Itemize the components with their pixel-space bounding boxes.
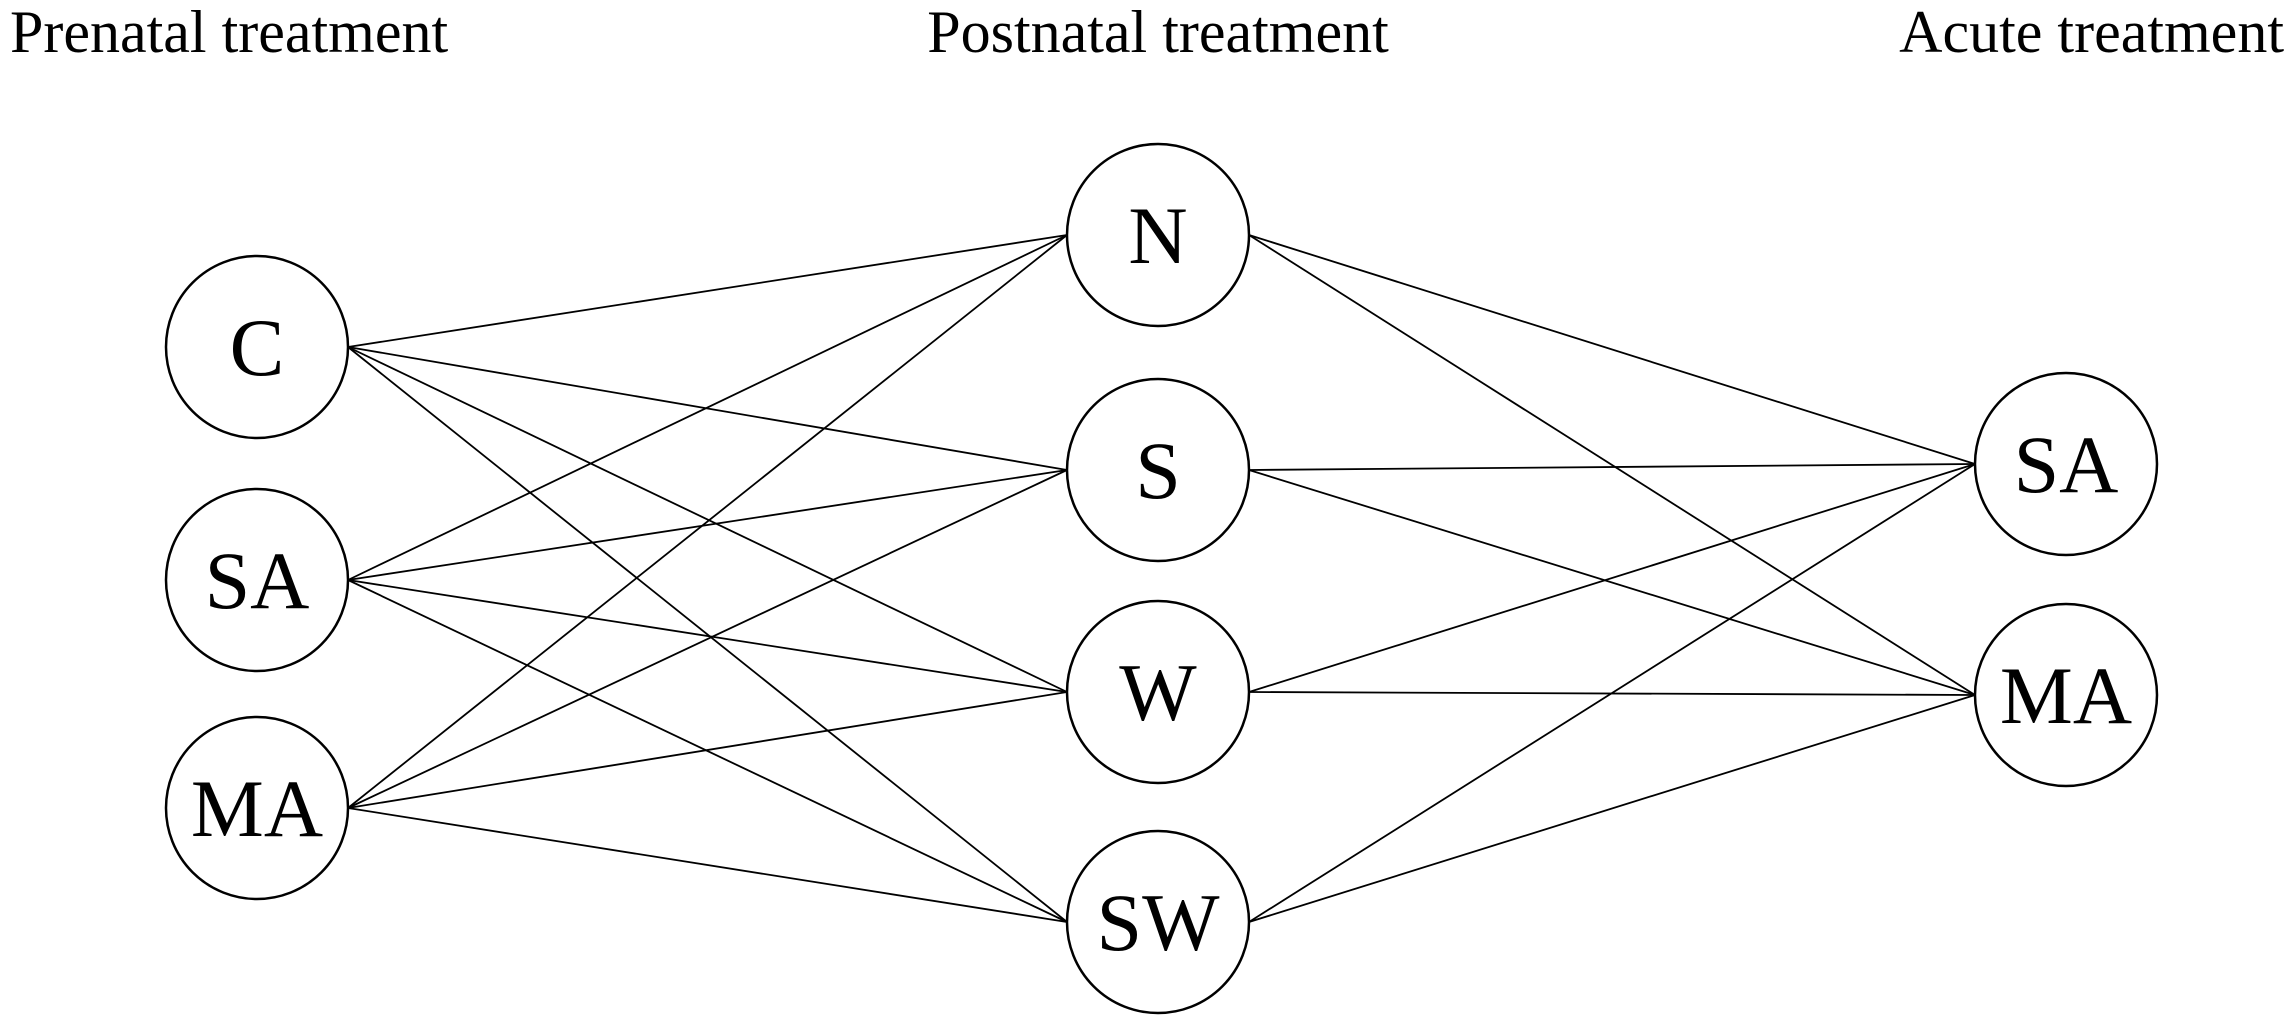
node-postnatal-n: N xyxy=(1065,142,1251,328)
edge-post-w-to-acute-sa xyxy=(1248,463,1976,693)
edge-pre-c-to-post-w xyxy=(347,346,1068,693)
edge-pre-sa-to-post-s xyxy=(347,469,1068,581)
edge-pre-c-to-post-n xyxy=(347,234,1068,348)
node-label: W xyxy=(1119,647,1197,738)
edge-post-s-to-acute-sa xyxy=(1248,463,1976,471)
node-circle xyxy=(164,715,350,901)
node-circle xyxy=(164,254,350,440)
node-postnatal-sw: SW xyxy=(1065,829,1251,1015)
node-label: SW xyxy=(1097,877,1221,968)
edge-pre-ma-to-post-sw xyxy=(347,807,1068,923)
node-acute-ma: MA xyxy=(1973,602,2159,788)
node-postnatal-w: W xyxy=(1065,599,1251,785)
edge-pre-sa-to-post-w xyxy=(347,579,1068,693)
edge-pre-ma-to-post-w xyxy=(347,691,1068,809)
edge-pre-sa-to-post-n xyxy=(347,234,1068,581)
edge-pre-ma-to-post-n xyxy=(347,234,1068,809)
node-circle xyxy=(164,487,350,673)
node-circle xyxy=(1065,142,1251,328)
edge-pre-sa-to-post-sw xyxy=(347,579,1068,923)
node-prenatal-c: C xyxy=(164,254,350,440)
node-label: N xyxy=(1128,190,1187,281)
node-label: SA xyxy=(205,535,310,626)
node-circle xyxy=(1065,377,1251,563)
edge-post-n-to-acute-sa xyxy=(1248,234,1976,465)
node-prenatal-ma: MA xyxy=(164,715,350,901)
node-label: MA xyxy=(2000,650,2132,741)
node-label: S xyxy=(1135,425,1181,516)
edge-pre-c-to-post-sw xyxy=(347,346,1068,923)
edge-post-sw-to-acute-ma xyxy=(1248,694,1976,923)
node-circle xyxy=(1065,599,1251,785)
edges-layer xyxy=(347,234,1976,923)
edge-pre-ma-to-post-s xyxy=(347,469,1068,809)
node-circle xyxy=(1973,602,2159,788)
prenatal-column-title: Prenatal treatment xyxy=(10,0,448,65)
node-label: SA xyxy=(2014,419,2119,510)
node-label: C xyxy=(230,302,285,393)
edge-pre-c-to-post-s xyxy=(347,346,1068,471)
node-acute-sa: SA xyxy=(1973,371,2159,557)
node-prenatal-sa: SA xyxy=(164,487,350,673)
node-postnatal-s: S xyxy=(1065,377,1251,563)
postnatal-column-title: Postnatal treatment xyxy=(927,0,1389,65)
edge-post-n-to-acute-ma xyxy=(1248,234,1976,696)
acute-column-title: Acute treatment xyxy=(1899,0,2284,65)
edge-post-s-to-acute-ma xyxy=(1248,469,1976,696)
edge-post-sw-to-acute-sa xyxy=(1248,463,1976,923)
node-label: MA xyxy=(191,763,323,854)
node-circle xyxy=(1065,829,1251,1015)
node-circle xyxy=(1973,371,2159,557)
